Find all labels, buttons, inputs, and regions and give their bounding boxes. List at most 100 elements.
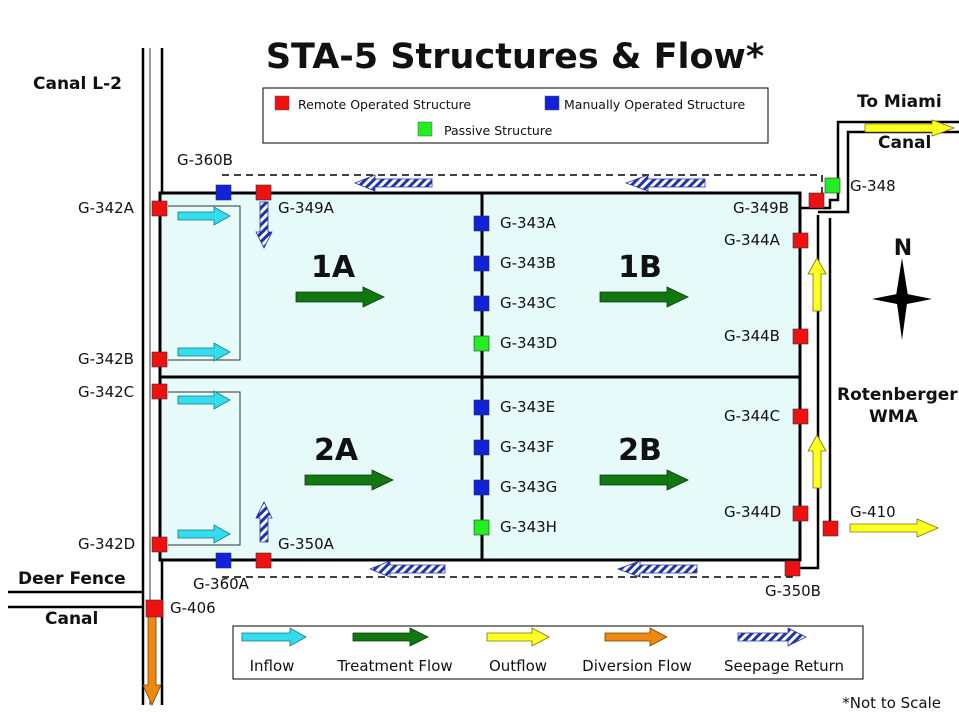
structure-g343e	[473, 399, 490, 416]
label-g349b: G-349B	[733, 199, 789, 217]
outflow-arrows	[807, 119, 956, 538]
north-label: N	[894, 236, 912, 261]
legend-diversion-label: Diversion Flow	[582, 657, 692, 675]
structure-g343d	[473, 335, 490, 352]
label-g344c: G-344C	[724, 407, 780, 425]
north-arrow: N	[872, 236, 932, 340]
deer-fence-canal	[8, 590, 143, 609]
label-g410: G-410	[850, 503, 896, 521]
label-g343b: G-343B	[500, 254, 556, 272]
label-g343f: G-343F	[500, 438, 554, 456]
structure-g406	[145, 599, 164, 618]
inflow-arrow	[177, 206, 231, 226]
seepage-arrow	[255, 501, 273, 543]
rotenberger-label: Rotenberger	[837, 385, 958, 405]
structure-g360a	[215, 552, 232, 569]
structure-g342d	[151, 536, 168, 553]
treatment-cells	[158, 191, 802, 562]
label-g343c: G-343C	[500, 294, 556, 312]
treatment-arrow-2a	[304, 469, 394, 491]
treatment-flow-arrows	[295, 286, 689, 491]
structure-g342b	[151, 351, 168, 368]
structure-g342a	[151, 200, 168, 217]
legend-inflow-label: Inflow	[250, 657, 295, 675]
label-g350a: G-350A	[278, 535, 335, 553]
cell-1a-label: 1A	[311, 250, 356, 285]
legend-structures: Remote Operated Structure Manually Opera…	[262, 87, 769, 144]
passive-structure-swatch	[417, 121, 433, 137]
structure-g360b	[215, 184, 232, 201]
structure-g343c	[473, 295, 490, 312]
label-g350b: G-350B	[765, 582, 821, 600]
cell-1b-label: 1B	[618, 250, 662, 285]
label-g343d: G-343D	[500, 334, 557, 352]
canal-left-label: Canal	[45, 609, 98, 629]
inflow-arrow	[177, 524, 231, 544]
to-miami-label: To Miami	[857, 92, 942, 112]
legend-treatment-label: Treatment Flow	[336, 657, 452, 675]
structures	[145, 177, 841, 618]
label-g342c: G-342C	[78, 383, 134, 401]
label-g344b: G-344B	[724, 327, 780, 345]
structure-g344c	[792, 408, 809, 425]
label-g360b: G-360B	[177, 151, 233, 169]
structure-g344b	[792, 328, 809, 345]
structure-g350a	[255, 552, 272, 569]
legend-flows: Inflow Treatment Flow Outflow Diversion …	[232, 625, 864, 680]
not-to-scale-note: *Not to Scale	[842, 694, 941, 712]
structure-g349a	[255, 184, 272, 201]
canal-l2-label: Canal L-2	[33, 74, 122, 94]
manual-structure-swatch	[544, 95, 560, 111]
wma-label: WMA	[869, 407, 919, 427]
legend-passive-label: Passive Structure	[444, 123, 553, 138]
label-g343h: G-343H	[500, 518, 557, 536]
label-g344a: G-344A	[724, 231, 781, 249]
cell-2a-label: 2A	[314, 433, 359, 468]
structure-g343g	[473, 479, 490, 496]
structure-g350b	[784, 560, 801, 577]
structure-g349b	[808, 192, 825, 209]
label-g360a: G-360A	[193, 575, 250, 593]
label-g406: G-406	[170, 599, 216, 617]
structure-g343a	[473, 215, 490, 232]
legend-diversion-arrow	[604, 627, 668, 647]
deer-fence-label: Deer Fence	[18, 569, 126, 589]
label-g344d: G-344D	[724, 503, 781, 521]
cell-2b-label: 2B	[618, 433, 662, 468]
seepage-arrow	[255, 201, 273, 249]
legend-inflow-arrow	[241, 627, 307, 647]
label-g342b: G-342B	[78, 350, 134, 368]
legend-manual-label: Manually Operated Structure	[564, 97, 745, 112]
seepage-arrow	[616, 560, 698, 578]
page-title: STA-5 Structures & Flow*	[266, 37, 764, 77]
label-g343a: G-343A	[500, 214, 557, 232]
inflow-arrow	[177, 390, 231, 410]
structure-labels: G-342A G-342B G-342C G-342D G-360B G-349…	[78, 151, 896, 617]
structure-g344d	[792, 505, 809, 522]
structure-g343f	[473, 439, 490, 456]
label-g348: G-348	[850, 177, 896, 195]
legend-outflow-arrow	[486, 627, 550, 647]
label-g343g: G-343G	[500, 478, 557, 496]
seepage-arrow	[368, 560, 446, 578]
outflow-arrow-g410	[849, 518, 940, 538]
seepage-arrow	[353, 174, 433, 192]
structure-g343h	[473, 519, 490, 536]
label-g349a: G-349A	[278, 199, 335, 217]
label-g342d: G-342D	[78, 535, 135, 553]
structure-g342c	[151, 383, 168, 400]
diversion-arrow	[142, 611, 162, 706]
structure-g410	[822, 520, 839, 537]
remote-structure-swatch	[274, 95, 290, 111]
label-g342a: G-342A	[78, 199, 135, 217]
seepage-return-arrows	[255, 174, 706, 578]
structure-g348	[824, 177, 841, 194]
legend-outflow-label: Outflow	[489, 657, 547, 675]
structure-g344a	[792, 232, 809, 249]
treatment-arrow-1b	[599, 286, 689, 308]
inflow-arrows	[177, 206, 231, 544]
structure-g343b	[473, 255, 490, 272]
legend-seepage-arrow	[737, 627, 807, 647]
outflow-arrow-to-miami	[864, 119, 956, 137]
